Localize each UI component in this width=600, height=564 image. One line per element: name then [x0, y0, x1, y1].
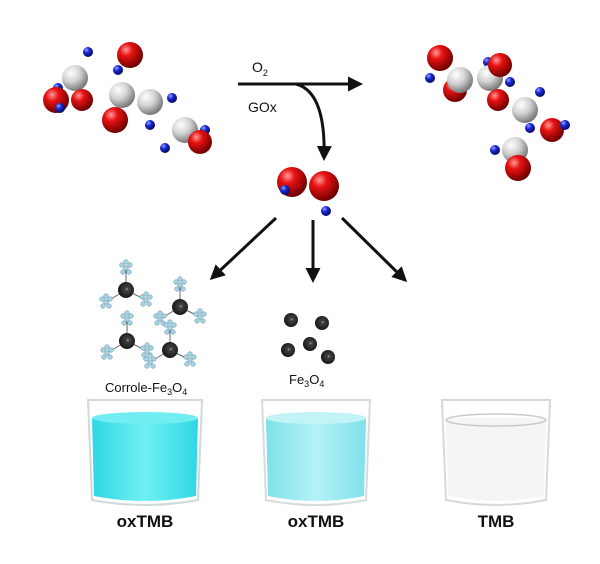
carbon-atom — [512, 97, 538, 123]
oxygen-atom — [505, 155, 531, 181]
hydrogen-atom — [560, 120, 570, 130]
hydrogen-atom — [490, 145, 500, 155]
corrole-ligand — [163, 319, 177, 335]
oxygen-atom — [188, 130, 212, 154]
hydrogen-atom — [505, 77, 515, 87]
beaker-label-1: oxTMB — [117, 512, 174, 531]
arrow-to-tmb — [340, 216, 408, 283]
oxygen-atom — [488, 53, 512, 77]
corrole-fe3o4-label: Corrole-Fe3O4 — [105, 380, 187, 397]
beaker-oxtmb-fe3o4 — [260, 399, 372, 506]
oxygen-atom — [71, 89, 93, 111]
corrole-ligand — [193, 308, 207, 324]
hydrogen-atom — [55, 103, 65, 113]
corrole-ligand — [139, 291, 153, 307]
nanoparticle — [321, 350, 335, 364]
corrole-fe3o4-particles — [99, 259, 207, 369]
hydrogen-atom — [145, 120, 155, 130]
hydrogen-atom — [160, 143, 170, 153]
corrole-ligand — [143, 353, 157, 369]
oxygen-atom — [102, 107, 128, 133]
hydrogen-atom — [321, 206, 331, 216]
nanoparticle — [118, 282, 134, 298]
arrow-to-corrole — [209, 216, 278, 281]
nanoparticle — [162, 342, 178, 358]
nanoparticle — [119, 333, 135, 349]
carbon-atom — [62, 65, 88, 91]
beaker-oxtmb-corrole — [86, 399, 204, 506]
byproduct-arrow — [295, 82, 332, 161]
corrole-ligand — [99, 293, 113, 309]
fe3o4-particles — [281, 313, 335, 364]
hydrogen-atom — [83, 47, 93, 57]
hydrogen-peroxide-molecule — [277, 167, 339, 216]
nanoparticle — [281, 343, 295, 357]
corrole-ligand — [120, 310, 134, 326]
corrole-ligand — [173, 276, 187, 292]
glucose-molecule — [43, 42, 212, 154]
beaker-label-2: oxTMB — [288, 512, 345, 531]
hydrogen-atom — [280, 185, 290, 195]
oxygen-atom — [309, 171, 339, 201]
hydrogen-atom — [113, 65, 123, 75]
nanoparticle — [172, 299, 188, 315]
corrole-ligand — [119, 259, 133, 275]
oxygen-atom — [427, 45, 453, 71]
nanoparticle — [315, 316, 329, 330]
reaction-arrows — [209, 76, 408, 283]
beaker-tmb — [440, 399, 552, 506]
oxygen-atom — [540, 118, 564, 142]
nanoparticle — [303, 337, 317, 351]
carbon-atom — [109, 82, 135, 108]
fe3o4-label: Fe3O4 — [289, 372, 324, 389]
gluconic-acid-molecule — [425, 45, 570, 181]
hydrogen-atom — [167, 93, 177, 103]
carbon-atom — [137, 89, 163, 115]
beaker-label-3: TMB — [478, 512, 515, 531]
gox-label: GOx — [248, 99, 277, 115]
hydrogen-atom — [525, 123, 535, 133]
oxygen-atom — [487, 89, 509, 111]
hydrogen-atom — [535, 87, 545, 97]
nanoparticle — [284, 313, 298, 327]
oxygen-label: O2 — [252, 59, 268, 78]
hydrogen-atom — [425, 73, 435, 83]
carbon-atom — [447, 67, 473, 93]
oxygen-atom — [117, 42, 143, 68]
corrole-ligand — [100, 344, 114, 360]
corrole-ligand — [183, 351, 197, 367]
corrole-ligand — [153, 310, 167, 326]
